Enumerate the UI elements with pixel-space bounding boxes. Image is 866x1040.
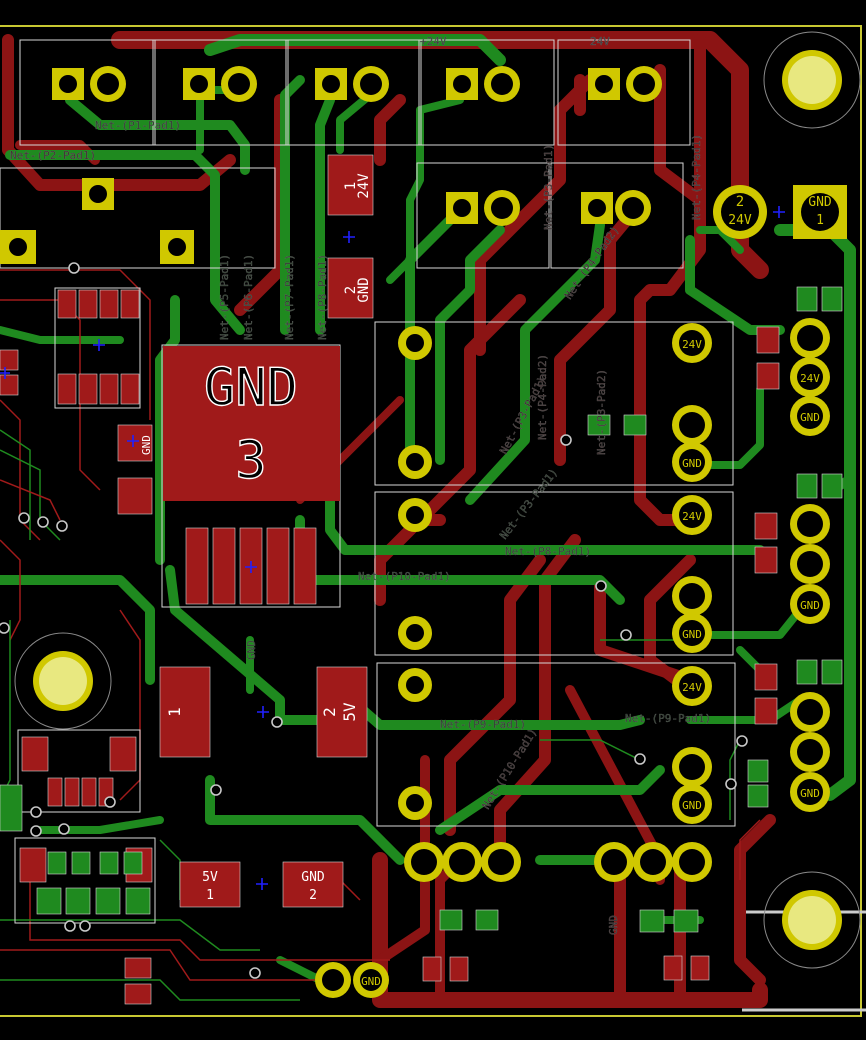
pad-label: 24V bbox=[682, 681, 702, 694]
net-label: Net-(P10-Pad1) bbox=[358, 570, 451, 583]
net-label: Net-(P8-Pad1) bbox=[505, 545, 591, 558]
connector-24v-number: 2 bbox=[736, 194, 744, 210]
cap-24v-number: 1 bbox=[343, 182, 359, 190]
net-label-vert: Net-(P3-Pad1) bbox=[542, 144, 555, 230]
connector-5v-number: 1 bbox=[206, 888, 214, 903]
cap-5v-net: 5V bbox=[340, 702, 359, 722]
net-label-vert: Net-(P7-Pad1) bbox=[283, 254, 296, 340]
smd-pad-net: GND bbox=[140, 435, 153, 455]
net-label-vert: Net-(P5-Pad1) bbox=[218, 254, 231, 340]
net-label-vert: Net-(P4-Pad2) bbox=[536, 354, 549, 440]
net-label: Net-(P9-Pad1) bbox=[625, 712, 711, 725]
tht-square-holes bbox=[9, 75, 613, 256]
cap-5v-number: 2 bbox=[320, 707, 339, 717]
net-label-gnd-vert-2: GND bbox=[607, 915, 620, 935]
pad-label: GND bbox=[800, 411, 820, 424]
net-label-vert: Net-(P3-Pad2) bbox=[595, 369, 608, 455]
net-label-vert: Net-(P4-Pad1) bbox=[690, 134, 703, 220]
pad-label: 24V bbox=[682, 510, 702, 523]
cap-5v-pad[interactable]: 2 5V bbox=[316, 666, 368, 758]
board-edge bbox=[0, 25, 862, 1017]
connector-gnd-top-number: 1 bbox=[816, 213, 824, 228]
net-label-vert: Net-(P3-Pad1) bbox=[497, 466, 560, 542]
cap-24v-net: 24V bbox=[356, 173, 372, 199]
connector-gnd-pad[interactable]: GND 2 bbox=[282, 861, 344, 908]
connector-5v-net: 5V bbox=[202, 870, 218, 885]
pad-label: GND bbox=[682, 628, 702, 641]
pad-label: GND bbox=[800, 599, 820, 612]
connector-gnd-square-pad[interactable]: GND 1 bbox=[793, 185, 847, 239]
regulator-leg-pads[interactable] bbox=[185, 527, 317, 605]
pad-label: GND bbox=[682, 799, 702, 812]
gnd-tab-number: 3 bbox=[235, 431, 266, 491]
silkscreen-layer bbox=[0, 39, 736, 924]
connector-gnd-top-net: GND bbox=[808, 195, 832, 210]
tht-round-holes bbox=[97, 73, 823, 991]
net-label-vert: Net-(P6-Pad1) bbox=[242, 254, 255, 340]
gnd-tab-pad[interactable]: GND 3 bbox=[163, 346, 340, 501]
net-label: Net-(P1-Pad1) bbox=[95, 119, 181, 132]
connector-gnd-number: 2 bbox=[309, 888, 317, 903]
pad-label: 24V bbox=[800, 372, 820, 385]
cap-gnd-net: GND bbox=[356, 277, 372, 302]
smd-resistor-pads[interactable] bbox=[0, 289, 780, 1005]
net-label: Net-(P9-Pad1) bbox=[440, 718, 526, 731]
net-label: Net-(P2-Pad1) bbox=[10, 149, 96, 162]
connector-24v-net: 24V bbox=[728, 213, 752, 228]
connector-24v-round-pad[interactable]: 2 24V bbox=[713, 185, 767, 239]
cap-1-pad[interactable]: 1 bbox=[159, 666, 211, 758]
anchor-markers bbox=[0, 206, 785, 890]
cap-gnd-number: 2 bbox=[343, 286, 359, 294]
pad-label: GND bbox=[682, 457, 702, 470]
cap-gnd-pad[interactable]: 2 GND bbox=[327, 257, 374, 319]
net-label-top-24v-b: 24V bbox=[590, 35, 610, 48]
cap-24v-pad[interactable]: 1 24V bbox=[327, 154, 374, 216]
connector-gnd-net: GND bbox=[301, 870, 325, 885]
pad-label: 24V bbox=[682, 338, 702, 351]
connector-5v-pad[interactable]: 5V 1 bbox=[179, 861, 241, 908]
mounting-holes[interactable] bbox=[14, 31, 861, 969]
pad-label: GND bbox=[800, 787, 820, 800]
cap-1-number: 1 bbox=[165, 707, 184, 717]
net-label-gnd-vert: GND bbox=[245, 640, 258, 660]
pad-labels: 24V GND 24V GND 24V GND 24V GND GND GND … bbox=[361, 338, 820, 988]
pad-label: GND bbox=[361, 975, 381, 988]
vias[interactable] bbox=[0, 262, 748, 979]
smd-bottom-pads[interactable] bbox=[0, 286, 843, 933]
net-label-top-24v: +24V bbox=[420, 35, 447, 48]
gnd-tab-net-label: GND bbox=[204, 358, 298, 418]
smd-pad-text: GND bbox=[140, 435, 153, 455]
net-label-vert: Net-(P8-Pad1) bbox=[316, 254, 329, 340]
tht-square-pads[interactable] bbox=[0, 68, 620, 264]
